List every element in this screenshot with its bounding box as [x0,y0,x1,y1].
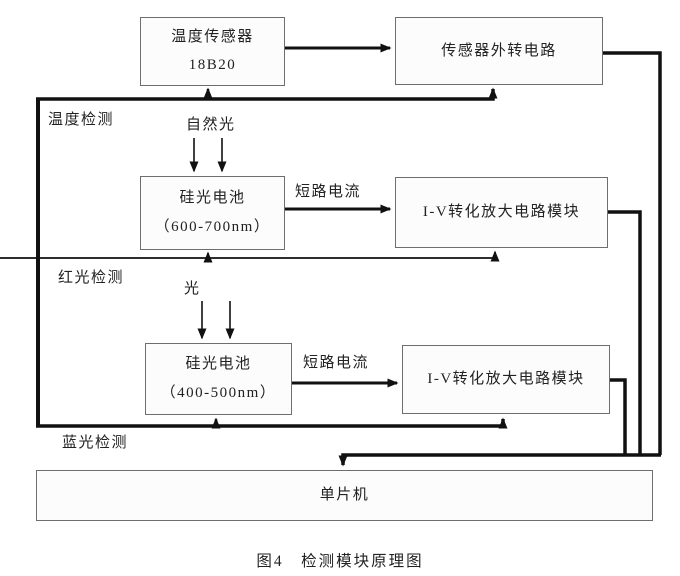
iv-module-1-box: I-V转化放大电路模块 [395,177,608,248]
section-label-temp-detect: 温度检测 [48,112,115,128]
section-label-red-detect: 红光检测 [58,270,125,286]
section-label-blue-detect: 蓝光检测 [62,435,129,451]
sensor-circuit-box: 传感器外转电路 [395,17,603,85]
temp-sensor-box: 温度传感器 18B20 [140,17,285,86]
iv1-output-line [608,210,642,455]
iv-module-2-box: I-V转化放大电路模块 [402,345,610,414]
iv-module-2-label: I-V转化放大电路模块 [427,371,585,387]
temp-sensor-line2: 18B20 [188,56,237,73]
mcu-box: 单片机 [36,470,653,521]
top-bus-to-sensor-circuit-arrow [36,87,498,101]
mcu-label: 单片机 [319,487,370,503]
bottom-bus-to-iv2-arrow [36,417,508,429]
blue-cell-line2: （400-500nm） [160,384,277,401]
sensor-circuit-label: 传感器外转电路 [441,42,557,59]
blue-cell-line1: 硅光电池 [185,356,252,373]
light-label: 光 [184,281,201,297]
figure-caption: 图4 检测模块原理图 [256,553,424,570]
red-cell-line1: 硅光电池 [179,190,246,206]
short-circuit-current-label-1: 短路电流 [295,184,362,200]
sensor-circuit-output-line [603,51,662,455]
red-cell-line2: （600-700nm） [154,219,271,235]
short-circuit-current-label-2: 短路电流 [303,355,370,371]
iv2-output-line [610,378,627,455]
collector-to-mcu-arrow [338,453,661,467]
divider-to-iv1-arrow [0,250,500,262]
red-cell-box: 硅光电池 （600-700nm） [140,176,285,250]
natural-light-label: 自然光 [186,117,236,133]
temp-sensor-line1: 温度传感器 [171,29,254,46]
iv-module-1-label: I-V转化放大电路模块 [422,204,581,220]
blue-cell-box: 硅光电池 （400-500nm） [145,343,292,415]
